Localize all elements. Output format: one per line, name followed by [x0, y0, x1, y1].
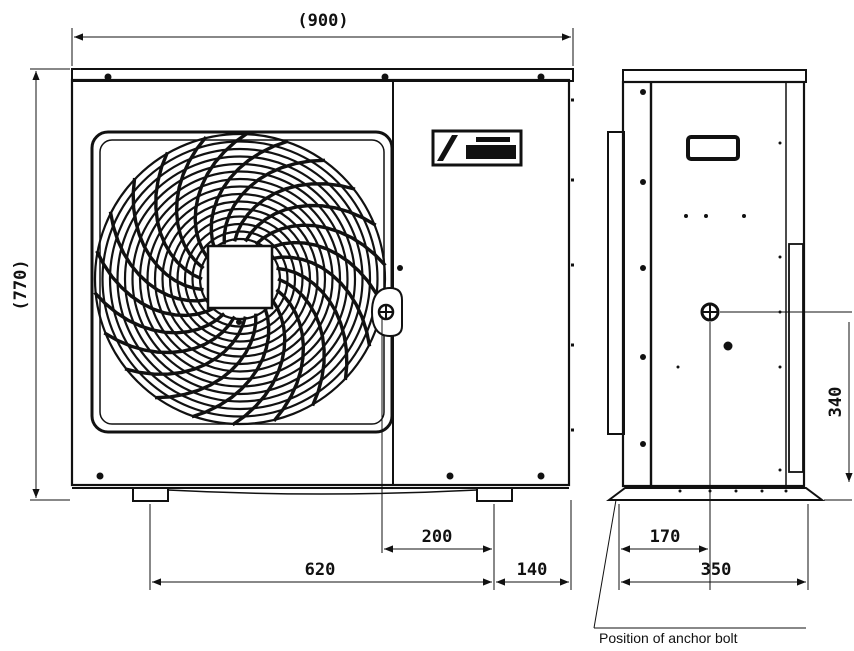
front-view: [70, 68, 574, 502]
fan-ring: [108, 147, 372, 411]
side-dots: [640, 89, 782, 472]
fan-ring: [93, 132, 387, 426]
fan-spoke: [264, 240, 385, 308]
fan-ring: [153, 192, 327, 366]
side-rear-plate: [607, 131, 625, 435]
dim-front-anchor-span: 620: [305, 560, 336, 580]
dim-side-pipe-height: 340: [826, 387, 846, 418]
side-top-cap: [622, 69, 807, 83]
dim-side-pipe-offset: 170: [650, 527, 681, 547]
fan-spoke: [271, 255, 372, 347]
side-view: [606, 69, 825, 501]
fan-spoke: [277, 277, 326, 407]
fan-spoke: [174, 135, 208, 270]
front-screws: [96, 73, 545, 480]
side-pipe-port: [700, 302, 720, 322]
fan-spoke: [254, 223, 387, 267]
fan-spoke: [154, 313, 258, 400]
fan-spoke: [243, 203, 377, 243]
side-handle: [686, 135, 740, 161]
dim-side-depth: 350: [701, 560, 732, 580]
fan-ring: [123, 162, 357, 396]
fan-spoke: [131, 177, 204, 292]
fan-ring: [131, 170, 349, 388]
fan-spoke: [193, 131, 249, 260]
fan-hub: [206, 244, 274, 310]
dim-width-total: (900): [297, 11, 348, 31]
fan-ring: [138, 177, 342, 381]
front-feet: [132, 487, 513, 502]
fan-ring: [101, 140, 379, 418]
fan-spoke: [154, 151, 203, 281]
fan-spoke: [191, 307, 271, 419]
fan-spoke: [222, 158, 326, 245]
fan-ring: [191, 230, 289, 328]
fan-spoke: [95, 250, 216, 318]
fan-spoke: [232, 182, 356, 242]
fan-spoke: [209, 139, 289, 251]
fan-ring: [116, 155, 364, 403]
dim-front-right-offset: 140: [517, 560, 548, 580]
front-body: [70, 78, 571, 487]
anchor-bolt-label: Position of anchor bolt: [599, 630, 738, 646]
side-front-protrusion: [788, 243, 804, 473]
fan-spoke: [124, 316, 248, 376]
brand-nameplate: [431, 129, 523, 167]
dim-height-total: (770): [11, 259, 31, 310]
fan-spoke: [231, 298, 287, 427]
fan-ring: [161, 200, 319, 358]
fan-spoke: [93, 291, 226, 335]
fan-spoke: [103, 315, 237, 355]
side-base: [606, 487, 825, 501]
front-right-ribs: [571, 98, 574, 432]
fan-spoke: [272, 288, 306, 423]
dimension-lines: [30, 28, 853, 629]
fan-ring: [146, 185, 334, 373]
fan-spoke: [108, 211, 209, 303]
fan-grille-icon: [90, 130, 394, 434]
front-pipe-port: [370, 286, 403, 338]
dim-front-pipe-offset: 200: [422, 527, 453, 547]
fan-ring: [176, 215, 304, 343]
fan-spoke: [276, 266, 349, 381]
